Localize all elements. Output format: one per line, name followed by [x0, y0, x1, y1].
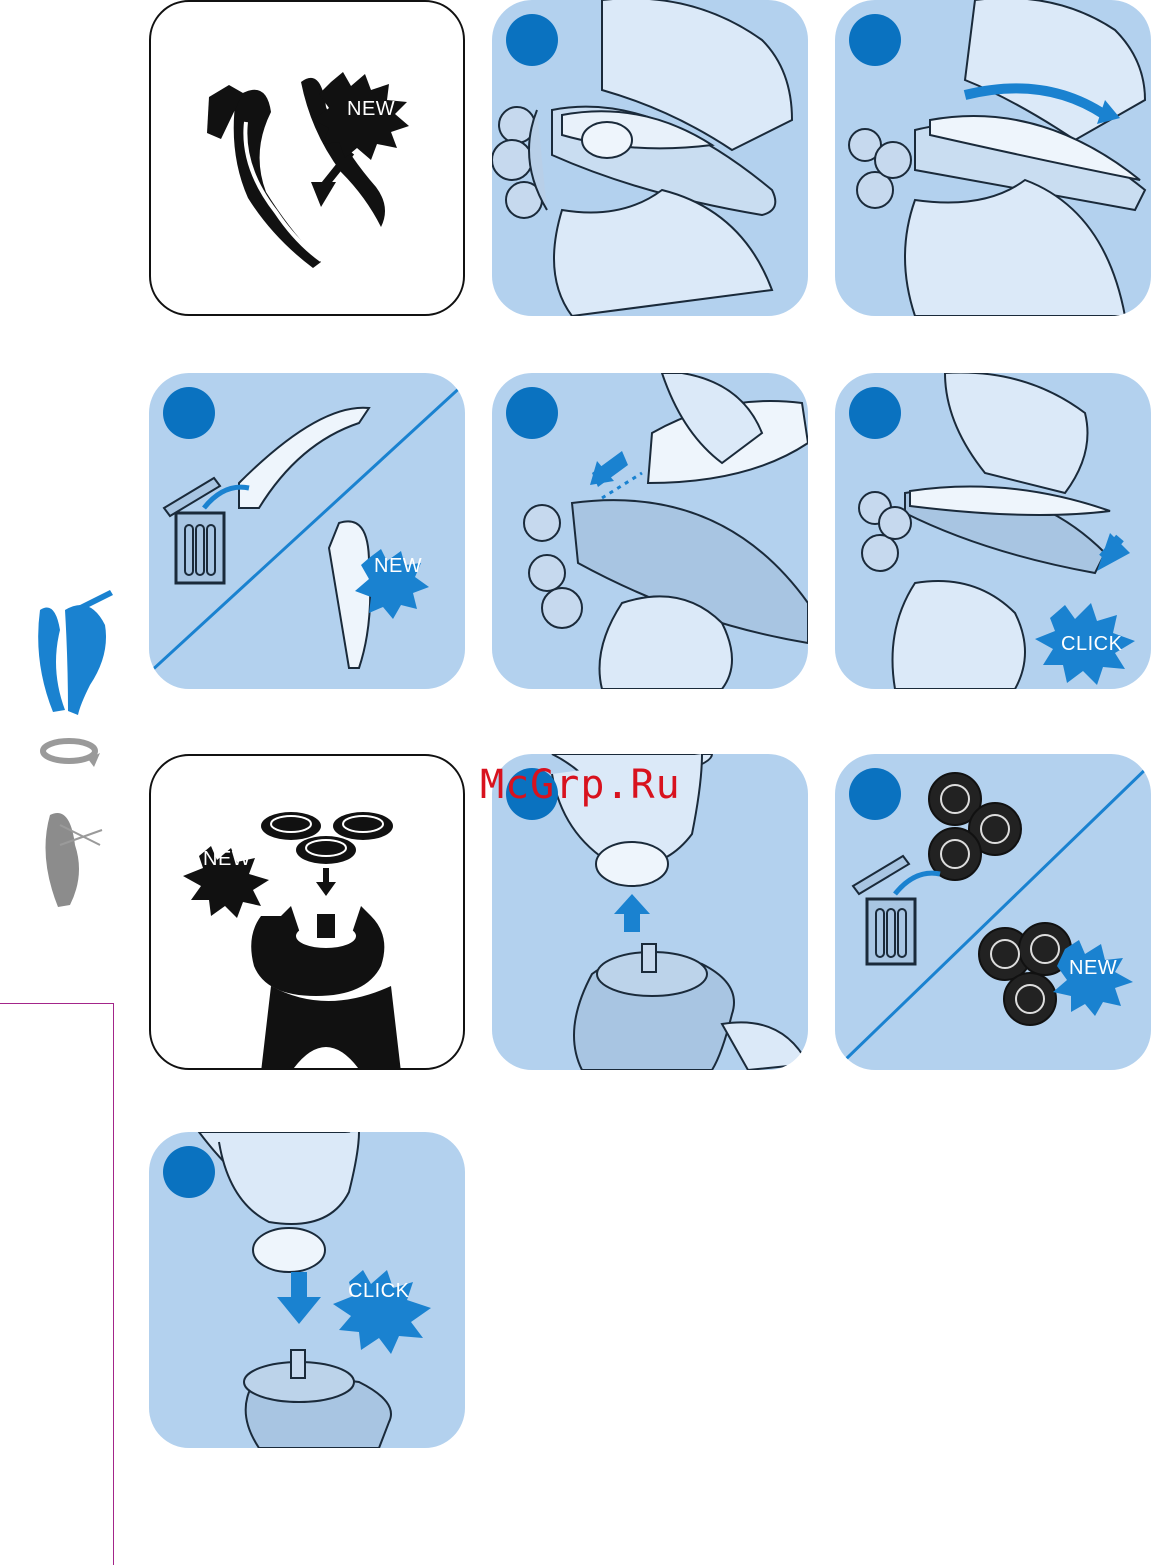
new-label: NEW	[347, 98, 395, 121]
panel-step-discard-old-heads: NEW	[835, 754, 1151, 1070]
new-label: NEW	[1069, 957, 1117, 980]
down-arrow-icon	[277, 1297, 321, 1324]
step-marker	[849, 387, 901, 439]
panel-step-pull-off-cover	[835, 0, 1151, 316]
down-arrow-icon	[316, 882, 336, 896]
trash-bin-icon	[853, 856, 915, 964]
step-marker	[163, 387, 215, 439]
step-marker	[849, 768, 901, 820]
step-marker	[506, 14, 558, 66]
panel-step-attach-heads: CLICK	[149, 1132, 465, 1448]
heads-replacement-illustration	[151, 756, 465, 1070]
new-label: NEW	[374, 555, 422, 578]
up-arrow-icon	[614, 894, 650, 932]
margin-rule	[113, 1003, 114, 1565]
panel-step-discard-old-cover: NEW	[149, 373, 465, 689]
panel-step-hold-shaver	[492, 0, 808, 316]
click-label: CLICK	[348, 1280, 409, 1303]
watermark: McGrp.Ru	[480, 762, 681, 808]
click-label: CLICK	[1061, 633, 1122, 656]
panel-overview-replace-heads: NEW	[149, 754, 465, 1070]
panel-overview-replace-cover: NEW	[149, 0, 465, 316]
panel-step-insert-tabs	[492, 373, 808, 689]
new-label: NEW	[203, 848, 251, 871]
rotate-arrows-icon	[38, 735, 100, 767]
step-marker	[506, 387, 558, 439]
margin-rule	[0, 1003, 114, 1004]
step-marker	[849, 14, 901, 66]
step-marker	[163, 1146, 215, 1198]
panel-step-press-cover: CLICK	[835, 373, 1151, 689]
shaver-blue-icon	[30, 580, 120, 715]
new-burst-icon	[151, 2, 465, 316]
shaver-grey-icon	[40, 805, 110, 910]
